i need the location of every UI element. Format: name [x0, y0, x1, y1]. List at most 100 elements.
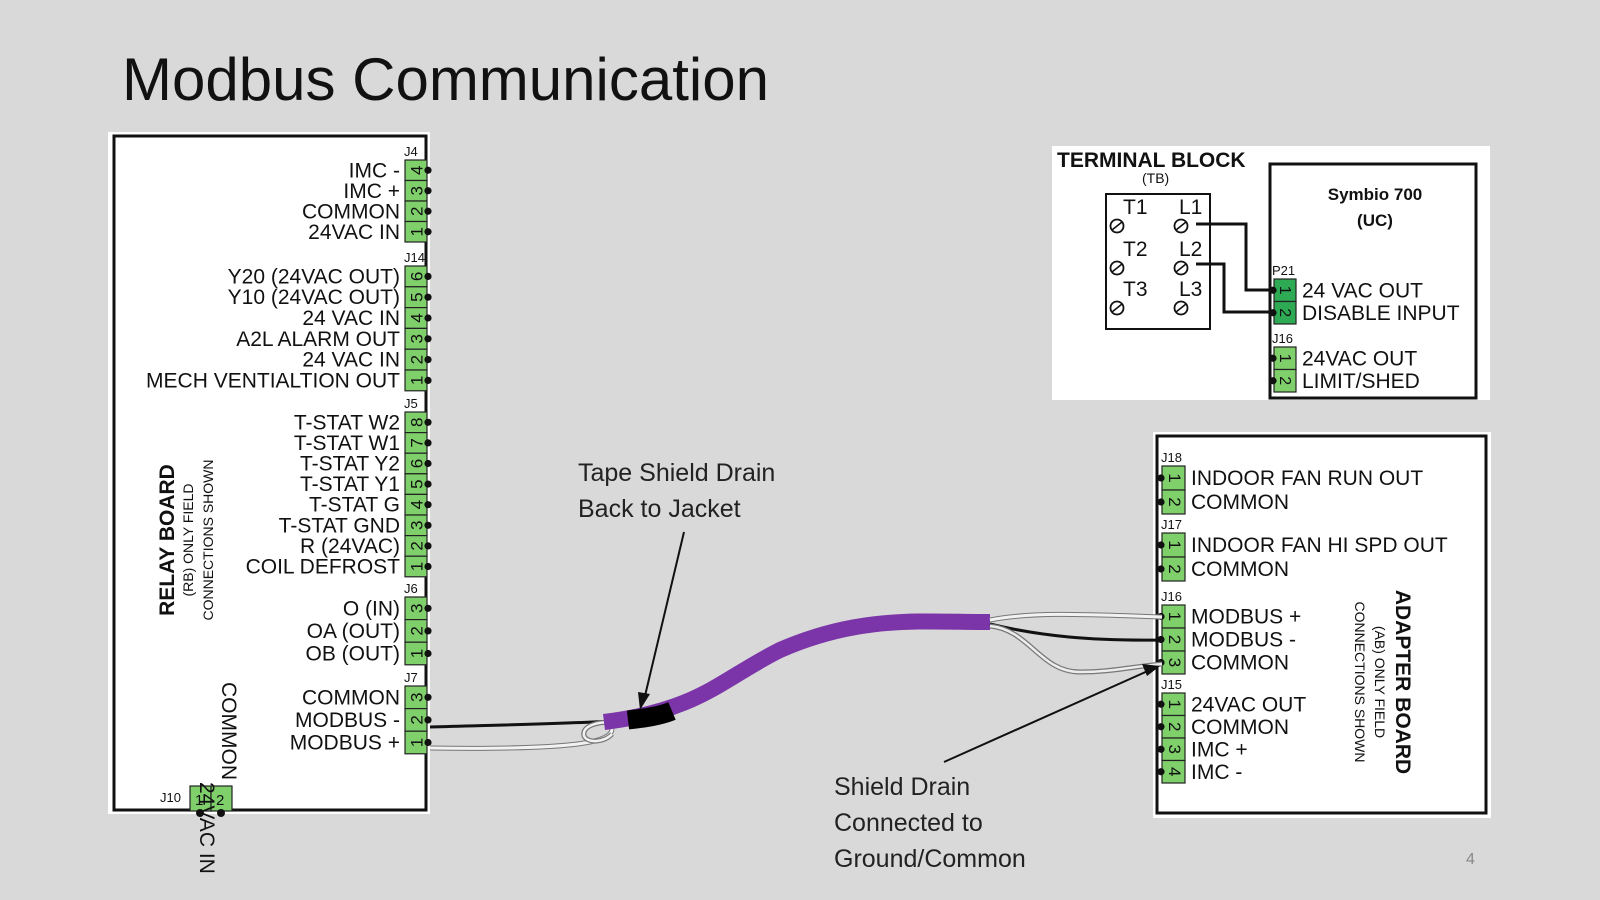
rb-j5-label-4: T-STAT G — [309, 494, 400, 517]
rb-j4-pin-3-num: 3 — [408, 186, 427, 195]
j10-label-24vac: 24VAC IN — [195, 782, 218, 874]
j10-pin-1-dot — [196, 809, 204, 817]
j10-pin-2-num: 2 — [216, 792, 224, 809]
cable-drain-right — [989, 623, 1163, 675]
ab-j17-label-1: INDOOR FAN HI SPD OUT — [1191, 534, 1448, 557]
rb-j14-pin-6-num: 6 — [408, 272, 427, 281]
ab-j18-pin-2-num: 2 — [1165, 497, 1184, 506]
sym-p21-label-1: 24 VAC OUT — [1302, 279, 1423, 302]
rb-j6-dot-3 — [424, 604, 432, 612]
slide-title: Modbus Communication — [122, 46, 769, 113]
rb-j5-label-3: T-STAT GND — [279, 514, 400, 537]
relay-board-name: RELAY BOARD — [156, 464, 179, 616]
rb-j4-pin-4-num: 4 — [408, 166, 427, 175]
rb-j6-pin-2-num: 2 — [408, 626, 427, 635]
symbio-abbr: (UC) — [1357, 211, 1393, 230]
ab-j16-id: J16 — [1161, 589, 1182, 604]
rb-j4-dot-1 — [424, 228, 432, 236]
ab-j15-pin-4-num: 4 — [1165, 767, 1184, 776]
rb-j7-dot-3 — [424, 693, 432, 701]
terminal-block-title: TERMINAL BLOCK — [1057, 149, 1246, 172]
adapter-board-name: ADAPTER BOARD — [1391, 590, 1414, 774]
rb-j14-dot-5 — [424, 293, 432, 301]
ab-j15-pin-3-num: 3 — [1165, 745, 1184, 754]
ab-j16-label-2: MODBUS - — [1191, 629, 1296, 652]
rb-j5-label-8: T-STAT W2 — [294, 411, 400, 434]
ab-j15-dot-4 — [1157, 768, 1165, 776]
rb-j4-label-1: 24VAC IN — [308, 221, 400, 244]
sym-p21-pin-1-num: 1 — [1276, 286, 1293, 295]
rb-j4-dot-4 — [424, 166, 432, 174]
symbio-box — [1268, 162, 1478, 400]
rb-j6-label-2: OA (OUT) — [307, 620, 400, 643]
rb-j5-id: J5 — [404, 396, 418, 411]
drain-note-line3: Ground/Common — [834, 845, 1026, 873]
rb-j6-pin-3-num: 3 — [408, 604, 427, 613]
rb-j6-dot-2 — [424, 627, 432, 635]
rb-j14-dot-4 — [424, 314, 432, 322]
rb-j5-pin-4-num: 4 — [408, 500, 427, 509]
cable-modbus-minus-right — [989, 622, 1163, 642]
rb-j14-pin-2-num: 2 — [408, 355, 427, 364]
rb-j14-pin-5-num: 5 — [408, 292, 427, 301]
rb-j4-label-3: IMC + — [343, 180, 400, 203]
relay-board-sub2: CONNECTIONS SHOWN — [200, 460, 216, 621]
rb-j5-label-6: T-STAT Y2 — [300, 453, 400, 476]
ab-j16-pin-3-num: 3 — [1165, 658, 1184, 667]
rb-j4-id: J4 — [404, 144, 418, 159]
sym-j16-id: J16 — [1272, 331, 1293, 346]
sym-p21-id: P21 — [1272, 263, 1295, 278]
symbio-name: Symbio 700 — [1328, 185, 1423, 204]
rb-j14-label-2: 24 VAC IN — [302, 349, 400, 372]
ab-j18-label-1: INDOOR FAN RUN OUT — [1191, 467, 1423, 490]
adapter-board-sub1: (AB) ONLY FIELD — [1372, 626, 1388, 738]
rb-j14-label-1: MECH VENTIALTION OUT — [146, 369, 400, 392]
rb-j5-dot-2 — [424, 542, 432, 550]
rb-j5-pin-5-num: 5 — [408, 479, 427, 488]
tape-note-line1: Tape Shield Drain — [578, 459, 775, 487]
rb-j6-pin-1-num: 1 — [408, 649, 427, 658]
ab-j17-label-2: COMMON — [1191, 558, 1289, 581]
sym-j16-pin-1-num: 1 — [1276, 354, 1293, 363]
rb-j5-dot-1 — [424, 562, 432, 571]
ab-j16-label-1: MODBUS + — [1191, 606, 1301, 629]
j10-pin-2-dot — [217, 809, 225, 817]
rb-j4-dot-3 — [424, 187, 432, 195]
rb-j7-label-3: COMMON — [302, 686, 400, 709]
adapter-board-sub2: CONNECTIONS SHOWN — [1352, 602, 1368, 763]
ab-j15-dot-2 — [1157, 723, 1165, 731]
tb-label-t2: T2 — [1123, 238, 1148, 261]
terminal-block-box — [1105, 193, 1211, 330]
rb-j14-dot-3 — [424, 335, 432, 343]
cable-tape — [626, 702, 676, 730]
sym-j16-pin-2-num: 2 — [1276, 376, 1293, 385]
ab-j18-dot-2 — [1157, 498, 1165, 506]
ab-j15-pin-2-num: 2 — [1165, 722, 1184, 731]
ab-j15-pin-1-num: 1 — [1165, 700, 1184, 709]
drain-note-line1: Shield Drain — [834, 773, 970, 801]
rb-j5-label-7: T-STAT W1 — [294, 432, 400, 455]
tb-label-l2: L2 — [1179, 238, 1202, 261]
sym-p21-label-2: DISABLE INPUT — [1302, 302, 1460, 325]
tape-note-arrowhead — [638, 692, 650, 710]
ab-j16-pin-1-num: 1 — [1165, 612, 1184, 621]
rb-j5-pin-1-num: 1 — [408, 562, 427, 571]
ab-j18-id: J18 — [1161, 450, 1182, 465]
rb-j5-dot-7 — [424, 439, 432, 447]
rb-j5-pin-6-num: 6 — [408, 459, 427, 468]
rb-j14-dot-2 — [424, 356, 432, 364]
drain-note-line2: Connected to — [834, 809, 983, 837]
rb-j14-label-3: A2L ALARM OUT — [236, 328, 400, 351]
ab-j15-dot-1 — [1157, 700, 1165, 708]
rb-j4-label-4: IMC - — [349, 159, 400, 182]
ab-j18-dot-1 — [1157, 474, 1165, 482]
tb-l2-wire — [1196, 262, 1274, 314]
tape-note-arrow — [643, 531, 685, 701]
ab-j16-label-3: COMMON — [1191, 652, 1289, 675]
rb-j7-dot-1 — [424, 738, 432, 747]
rb-j7-pin-1-num: 1 — [408, 738, 427, 747]
rb-j6-dot-1 — [424, 649, 432, 658]
